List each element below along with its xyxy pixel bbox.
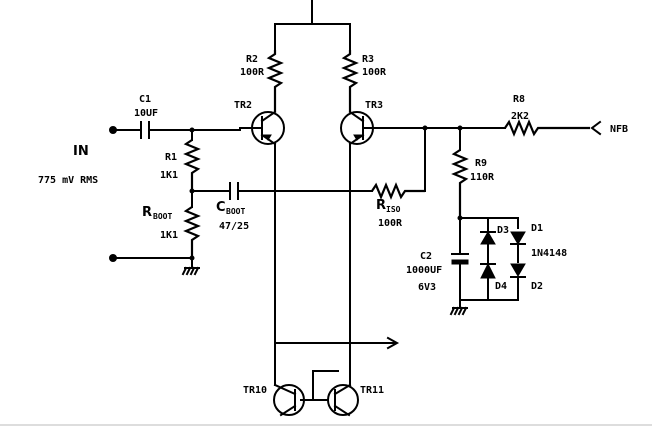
label-r9-value: 110R xyxy=(470,172,495,183)
ground-symbol-1 xyxy=(181,266,200,276)
label-d1-value: 1N4148 xyxy=(531,248,567,259)
label-d1: D1 xyxy=(531,223,543,234)
resistor-r3 xyxy=(341,50,359,112)
label-in: IN xyxy=(73,144,89,159)
label-rboot-value: 1K1 xyxy=(160,230,178,241)
supply-wires xyxy=(274,0,351,51)
label-r8: R8 xyxy=(513,94,525,105)
label-r1: R1 xyxy=(165,152,177,163)
output-arrow xyxy=(274,336,400,350)
label-riso-r: R xyxy=(376,198,386,213)
label-r1-value: 1K1 xyxy=(160,170,178,181)
diode-d2 xyxy=(510,263,526,278)
label-r9: R9 xyxy=(475,158,487,169)
input-wiring xyxy=(109,126,241,134)
label-r3: R3 xyxy=(362,54,374,65)
label-c1: C1 xyxy=(139,94,151,105)
resistor-rboot xyxy=(109,190,201,269)
resistor-r9 xyxy=(451,127,469,221)
label-c2-voltage: 6V3 xyxy=(418,282,436,293)
label-input-level: 775 mV RMS xyxy=(38,175,98,186)
label-c2: C2 xyxy=(420,251,432,262)
label-nfb: NFB xyxy=(610,124,628,135)
label-c1-value: 10UF xyxy=(134,108,158,119)
transistor-tr10 xyxy=(273,383,305,417)
label-c2-value: 1000UF xyxy=(406,265,442,276)
resistor-r2 xyxy=(266,50,284,112)
label-r3-value: 100R xyxy=(362,67,387,78)
diode-d1 xyxy=(510,231,526,259)
ground-symbol-2 xyxy=(449,306,468,316)
label-d2: D2 xyxy=(531,281,543,292)
label-tr2: TR2 xyxy=(234,100,252,111)
capacitor-c1 xyxy=(140,121,150,139)
diode-d4 xyxy=(480,261,496,279)
label-tr3: TR3 xyxy=(365,100,383,111)
decoupling-network xyxy=(451,217,519,309)
label-cboot-sub: BOOT xyxy=(226,207,245,216)
label-cboot-value: 47/25 xyxy=(219,221,249,232)
emitter-wires xyxy=(274,143,351,386)
feedback-wiring xyxy=(384,119,602,137)
label-r8-value: 2K2 xyxy=(511,111,529,122)
label-rboot-sub: BOOT xyxy=(153,212,172,221)
transistor-tr11 xyxy=(312,383,359,417)
bootstrap-wiring xyxy=(191,127,426,200)
label-d4: D4 xyxy=(495,281,507,292)
transistor-tr3 xyxy=(340,110,386,146)
current-mirror-wiring xyxy=(300,370,339,401)
transistor-tr2 xyxy=(239,110,285,146)
diode-d3 xyxy=(480,227,496,259)
label-r2-value: 100R xyxy=(240,67,265,78)
label-tr10: TR10 xyxy=(243,385,267,396)
label-rboot-r: R xyxy=(142,205,152,220)
label-r2: R2 xyxy=(246,54,258,65)
label-d3: D3 xyxy=(497,225,509,236)
label-cboot-c: C xyxy=(216,200,226,215)
label-tr11: TR11 xyxy=(360,385,384,396)
label-riso-value: 100R xyxy=(378,218,403,229)
resistor-r1 xyxy=(183,129,201,194)
label-riso-sub: ISO xyxy=(386,205,401,214)
